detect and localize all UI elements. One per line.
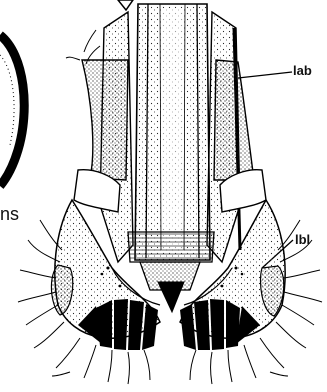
- central-tube: [135, 4, 210, 260]
- pointer-lab: [238, 72, 292, 78]
- label-lbl: lbl: [295, 233, 310, 246]
- top-triangle-marker: [118, 0, 133, 10]
- adjacent-figure-ellipse: [0, 35, 24, 186]
- label-ns-fragment: ns: [0, 205, 19, 223]
- label-lab: lab: [293, 64, 312, 77]
